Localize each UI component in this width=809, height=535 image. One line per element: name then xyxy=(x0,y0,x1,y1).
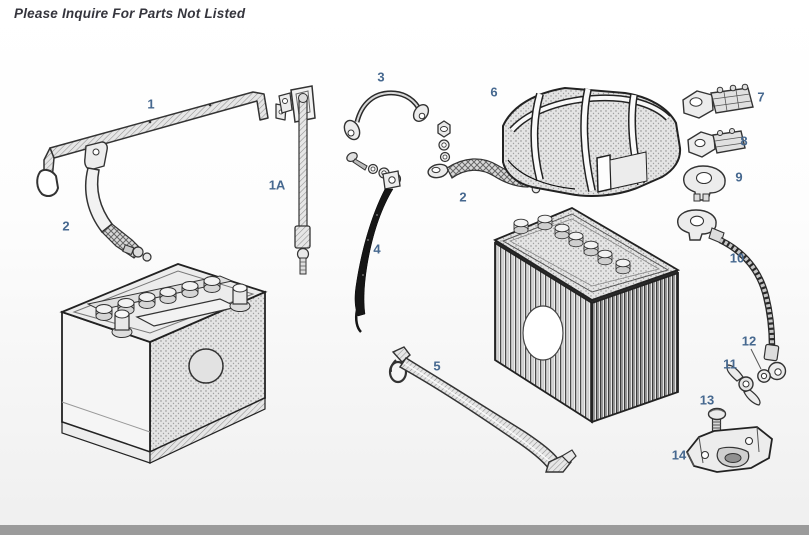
part-label-2-right: 2 xyxy=(459,189,467,205)
part-8-battery-terminal xyxy=(687,128,746,158)
footer-divider-bar xyxy=(0,525,809,535)
part-4-ground-strap xyxy=(354,170,401,333)
part-3-bonding-cable xyxy=(343,90,430,141)
part-7-battery-terminal xyxy=(682,83,754,119)
battery-left-caps xyxy=(95,276,221,321)
battery-left-post-rear xyxy=(229,283,251,312)
part-label-13: 13 xyxy=(699,392,715,408)
part-9-terminal-clamp xyxy=(683,165,726,202)
part-1a-hold-down-rod xyxy=(278,85,316,275)
part-10-ground-cable xyxy=(677,209,787,381)
part-14-bracket xyxy=(685,426,773,473)
part-5-hold-down-strap xyxy=(388,346,577,473)
part-12-washer xyxy=(750,348,771,383)
part-label-14: 14 xyxy=(671,447,687,463)
part-11-wing-nut xyxy=(726,364,761,406)
battery-right-caps xyxy=(513,214,631,275)
part-label-7: 7 xyxy=(757,89,765,105)
part-label-1a: 1A xyxy=(268,177,286,193)
part-label-6: 6 xyxy=(490,84,498,100)
part-label-3: 3 xyxy=(377,69,385,85)
part-label-1: 1 xyxy=(147,96,155,112)
part-2-ground-strap-left xyxy=(84,141,152,262)
nut-and-washers xyxy=(437,120,451,163)
part-label-4: 4 xyxy=(373,241,381,257)
part-label-11: 11 xyxy=(723,356,737,372)
battery-right xyxy=(493,206,681,424)
part-label-12: 12 xyxy=(741,333,757,349)
part-label-5: 5 xyxy=(433,358,441,374)
part-label-10: 10 xyxy=(729,250,745,266)
inquire-notice: Please Inquire For Parts Not Listed xyxy=(14,6,246,21)
battery-left xyxy=(59,263,268,464)
battery-left-post-front xyxy=(111,309,133,338)
part-label-2-left: 2 xyxy=(62,218,70,234)
part-label-9: 9 xyxy=(735,169,743,185)
part-label-8: 8 xyxy=(740,133,748,149)
part-1-hold-down-frame xyxy=(36,91,287,197)
part-6-battery-cover xyxy=(502,86,682,197)
